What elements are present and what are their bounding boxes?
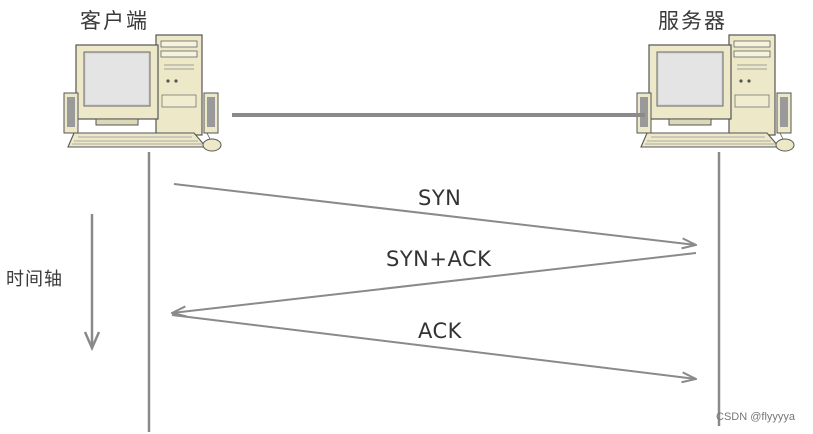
server-computer-icon xyxy=(636,34,795,152)
ack-arrow xyxy=(171,314,696,379)
syn-arrow xyxy=(173,183,696,245)
time-axis-arrowhead xyxy=(83,331,101,352)
watermark: CSDN @flyyyya xyxy=(716,411,796,423)
syn-ack-label: SYN+ACK xyxy=(386,247,492,271)
client-computer-icon xyxy=(63,34,222,152)
ack-label: ACK xyxy=(418,319,463,343)
client-label: 客户端 xyxy=(80,9,149,33)
time-axis-label: 时间轴 xyxy=(6,269,63,290)
server-label: 服务器 xyxy=(658,9,727,33)
syn-label: SYN xyxy=(418,186,461,210)
syn-ack-arrow xyxy=(172,252,697,313)
